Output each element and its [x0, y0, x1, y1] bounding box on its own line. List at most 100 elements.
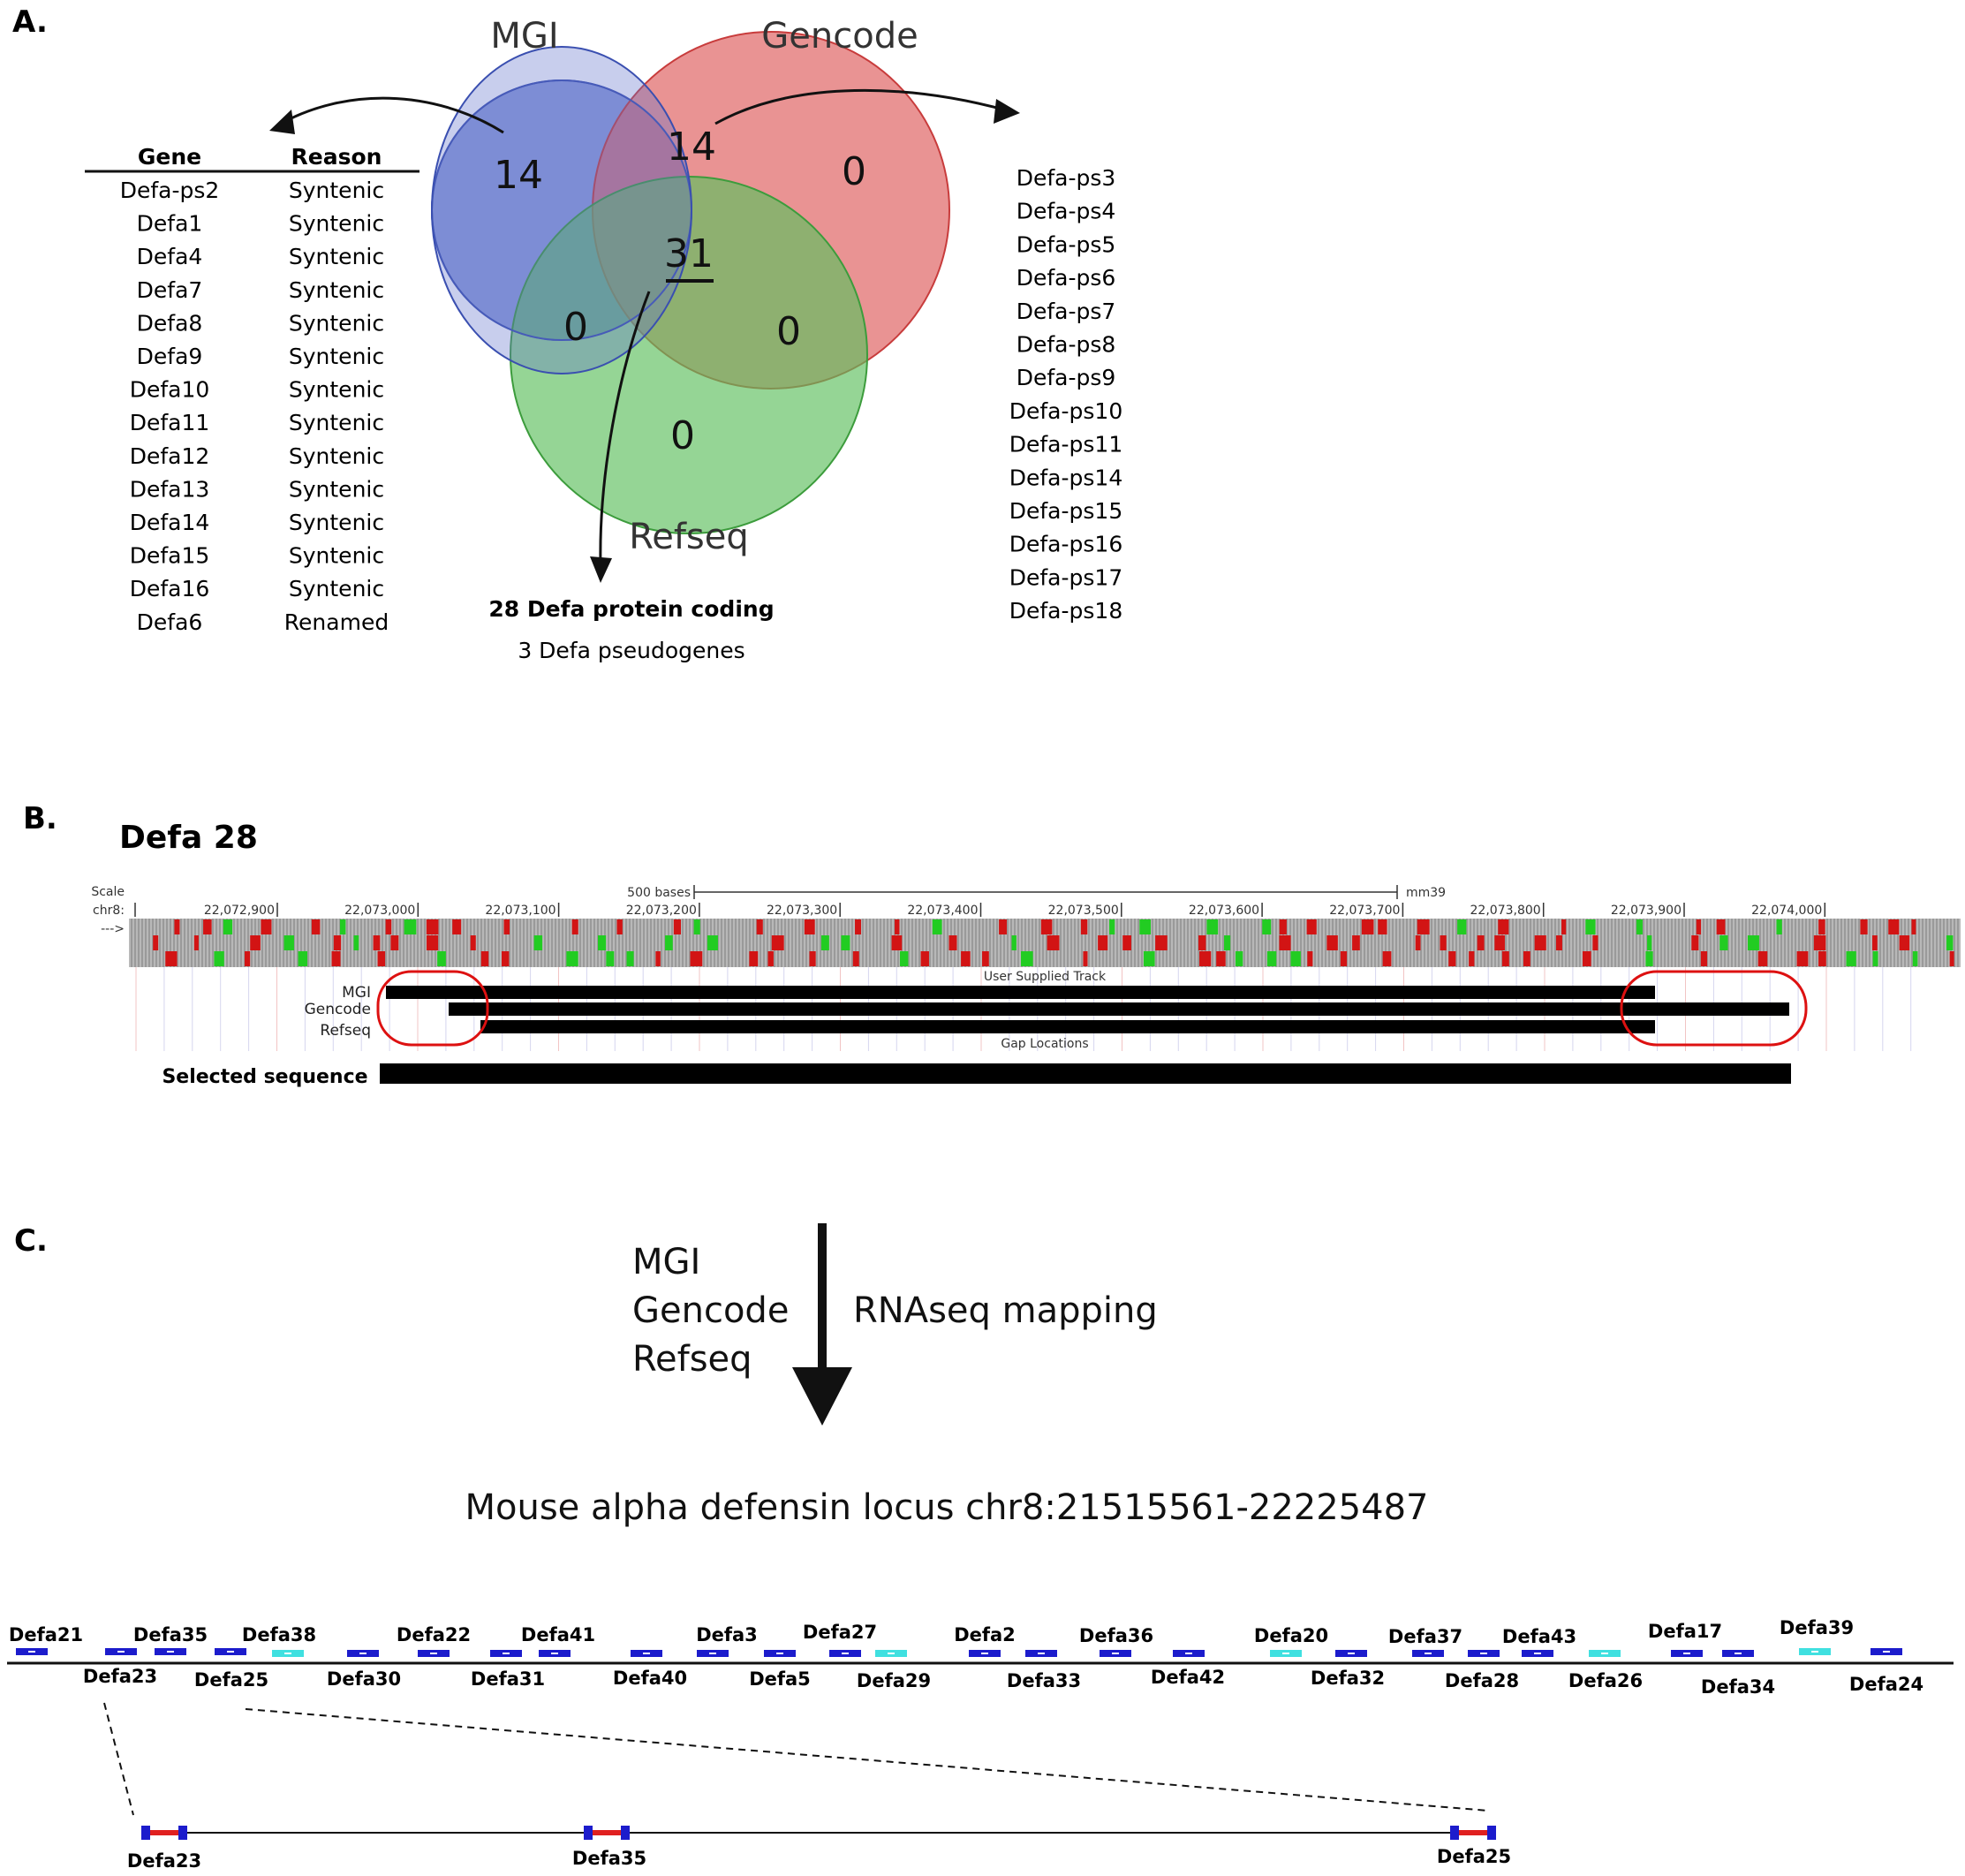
browser-tick-label: 22,073,600	[1189, 904, 1259, 918]
browser-base-stripe	[1701, 919, 1703, 967]
browser-base-stripe	[1457, 919, 1459, 967]
table-cell-reason: Syntenic	[289, 211, 384, 237]
browser-base-mark	[1691, 935, 1699, 950]
browser-base-stripe	[514, 919, 516, 967]
browser-base-stripe	[945, 919, 947, 967]
browser-base-stripe	[881, 919, 883, 967]
browser-base-stripe	[281, 919, 283, 967]
browser-base-stripe	[694, 919, 696, 967]
browser-base-stripe	[1676, 919, 1678, 967]
venn-label-refseq: Refseq	[629, 517, 749, 557]
browser-base-stripe	[1369, 919, 1371, 967]
browser-base-mark	[626, 951, 634, 966]
venn-count-mgi-refseq: 0	[563, 305, 588, 350]
browser-base-stripe	[850, 919, 851, 967]
browser-base-stripe	[1546, 919, 1547, 967]
browser-base-stripe	[185, 919, 187, 967]
browser-base-mark	[1776, 919, 1782, 934]
browser-base-stripe	[1461, 919, 1462, 967]
browser-base-mark	[1098, 935, 1108, 950]
browser-base-stripe	[1765, 919, 1766, 967]
browser-base-stripe	[542, 919, 544, 967]
zoom-gene-exon	[141, 1826, 150, 1840]
browser-base-stripe	[1945, 919, 1946, 967]
browser-base-mark	[373, 935, 381, 950]
browser-base-stripe	[1934, 919, 1936, 967]
locus-gene-label: Defa26	[1568, 1670, 1643, 1691]
locus-gene-label: Defa2	[954, 1624, 1016, 1645]
browser-base-stripe	[161, 919, 162, 967]
browser-base-stripe	[797, 919, 798, 967]
browser-base-mark	[767, 951, 774, 966]
browser-base-mark	[1440, 935, 1447, 950]
browser-base-stripe	[1563, 919, 1565, 967]
browser-base-stripe	[1708, 919, 1710, 967]
browser-base-mark	[1946, 935, 1954, 950]
browser-title: Defa 28	[119, 820, 258, 856]
browser-base-mark	[1494, 935, 1505, 950]
browser-base-mark	[655, 951, 661, 966]
browser-base-stripe	[1715, 919, 1717, 967]
zoom-gene-intron	[1452, 1830, 1494, 1835]
zoom-gene-exon	[1487, 1826, 1496, 1840]
browser-base-mark	[1109, 919, 1115, 934]
browser-base-mark	[1235, 951, 1243, 966]
browser-base-stripe	[401, 919, 403, 967]
list-item: Defa-ps5	[1017, 231, 1116, 257]
browser-base-stripe	[1086, 919, 1088, 967]
browser-base-stripe	[200, 919, 201, 967]
browser-base-mark	[1206, 919, 1219, 934]
browser-base-stripe	[1309, 919, 1311, 967]
list-item: Defa-ps14	[1009, 465, 1122, 490]
browser-base-stripe	[1192, 919, 1194, 967]
browser-base-stripe	[903, 919, 904, 967]
browser-base-stripe	[320, 919, 321, 967]
table-cell-gene: Defa16	[130, 576, 210, 601]
browser-base-stripe	[980, 919, 982, 967]
browser-base-stripe	[860, 919, 862, 967]
browser-base-stripe	[1009, 919, 1010, 967]
table-cell-gene: Defa10	[130, 377, 210, 403]
browser-base-stripe	[1298, 919, 1300, 967]
browser-base-stripe	[362, 919, 364, 967]
browser-base-stripe	[1394, 919, 1395, 967]
browser-base-stripe	[1210, 919, 1212, 967]
browser-base-stripe	[1846, 919, 1848, 967]
browser-base-mark	[353, 935, 359, 950]
browser-base-mark	[1326, 935, 1338, 950]
browser-base-stripe	[309, 919, 311, 967]
browser-base-stripe	[231, 919, 233, 967]
list-item: Defa-ps8	[1017, 332, 1116, 358]
browser-base-stripe	[722, 919, 724, 967]
flow-source-mgi: MGI	[632, 1242, 700, 1282]
browser-base-mark	[261, 919, 272, 934]
browser-base-stripe	[412, 919, 413, 967]
browser-base-mark	[895, 919, 900, 934]
browser-base-stripe	[1408, 919, 1410, 967]
locus-gene-label: Defa36	[1079, 1625, 1153, 1646]
browser-tick-label: 22,073,700	[1329, 904, 1400, 918]
browser-base-stripe	[1620, 919, 1621, 967]
browser-base-stripe	[634, 919, 636, 967]
browser-base-stripe	[1839, 919, 1840, 967]
browser-base-stripe	[729, 919, 731, 967]
locus-gene-intron	[1348, 1653, 1355, 1654]
browser-base-stripe	[871, 919, 873, 967]
locus-gene-label: Defa22	[397, 1624, 471, 1645]
browser-base-stripe	[503, 919, 505, 967]
browser-base-stripe	[938, 919, 940, 967]
browser-base-mark	[566, 951, 578, 966]
browser-base-stripe	[1079, 919, 1081, 967]
browser-base-stripe	[970, 919, 971, 967]
browser-base-mark	[804, 919, 815, 934]
zoom-gene-exon	[584, 1826, 593, 1840]
browser-base-stripe	[1316, 919, 1318, 967]
table-cell-gene: Defa8	[137, 310, 203, 336]
browser-base-stripe	[687, 919, 689, 967]
browser-base-stripe	[380, 919, 382, 967]
browser-base-stripe	[998, 919, 1000, 967]
table-cell-reason: Syntenic	[289, 244, 384, 269]
browser-base-mark	[1155, 935, 1168, 950]
locus-gene-intron	[1883, 1651, 1890, 1653]
